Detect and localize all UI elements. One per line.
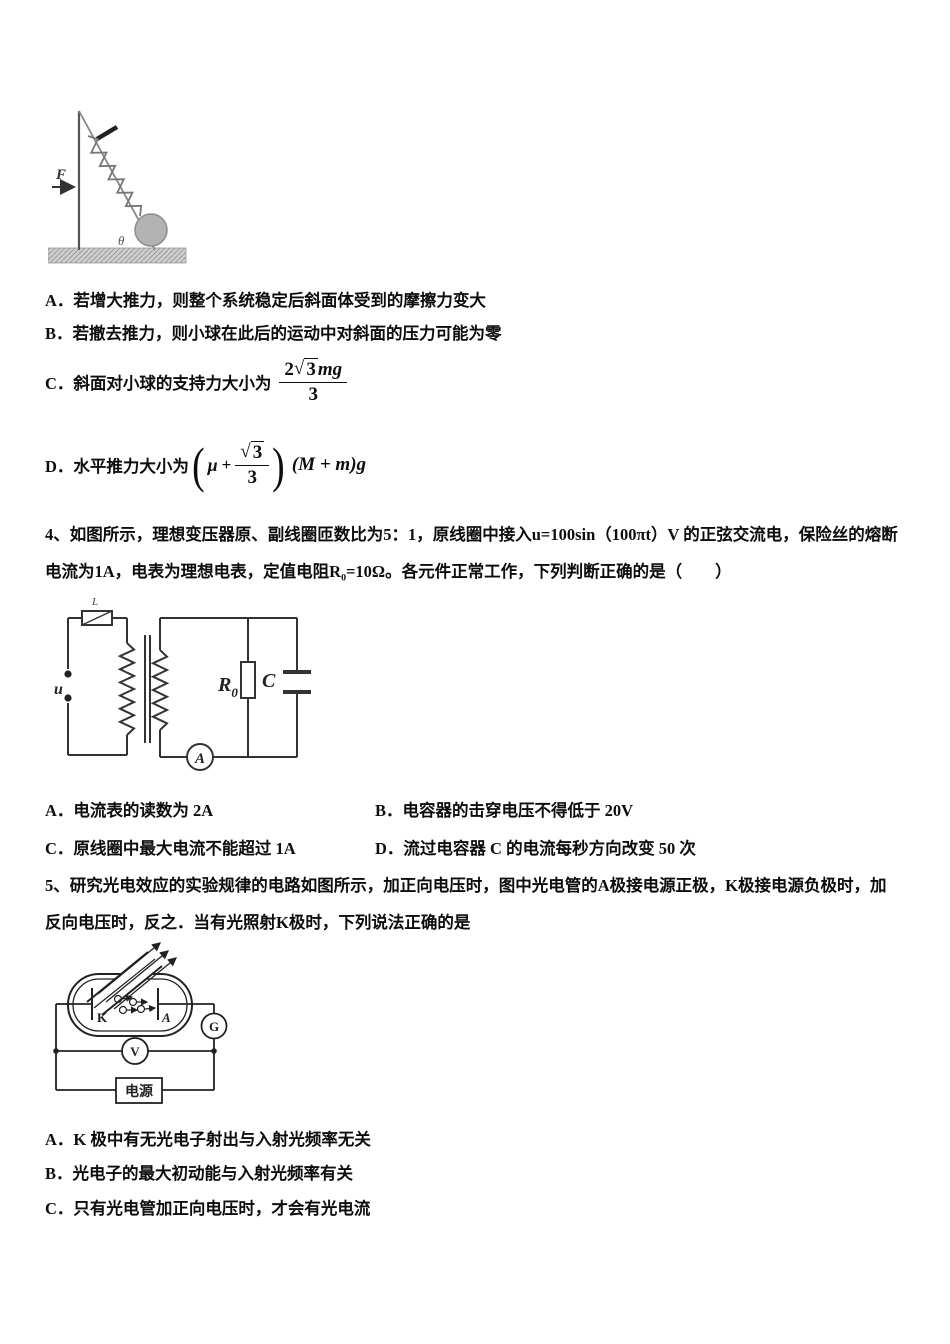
q4-option-d: D．流过电容器 C 的电流每秒方向改变 50 次 <box>375 839 696 858</box>
galvanometer-label: G <box>209 1019 219 1034</box>
q4-stem-line2: 电流为1A，电表为理想电表，定值电阻R₀=10Ω。各元件正常工作，下列判断正确的… <box>45 562 732 581</box>
voltmeter-label: V <box>130 1044 140 1059</box>
power-supply-label: 电源 <box>125 1083 153 1100</box>
q5-stem-line1: 5、研究光电效应的实验规律的电路如图所示，加正向电压时，图中光电管的A极接电源正… <box>45 876 887 895</box>
anode-label: A <box>161 1010 171 1025</box>
power-supply <box>115 1077 163 1104</box>
ball <box>134 213 168 247</box>
ammeter-label: A <box>194 751 205 767</box>
photoelectric-circuit-figure: K A G V 电源 <box>53 942 228 1104</box>
radical-sign: √ <box>293 358 305 380</box>
force-label: F <box>55 167 66 183</box>
q4-option-c: C．原线圈中最大电流不能超过 1A <box>45 839 296 858</box>
cathode-label: K <box>97 1010 108 1025</box>
q4-option-b: B．电容器的击穿电压不得低于 20V <box>375 801 634 820</box>
q4-option-a: A．电流表的读数为 2A <box>45 801 214 820</box>
q5-option-c: C．只有光电管加正向电压时，才会有光电流 <box>45 1199 371 1218</box>
spring-anchor <box>95 125 119 141</box>
q4-stem: 4、如图所示，理想变压器原、副线圈匝数比为5：1，原线圈中接入u=100sin（… <box>45 516 917 590</box>
q3-option-d-tail: (M + m)g <box>291 454 367 475</box>
q5-stem: 5、研究光电效应的实验规律的电路如图所示，加正向电压时，图中光电管的A极接电源正… <box>45 867 917 941</box>
resistor <box>240 661 256 699</box>
q3-option-c-label: C．斜面对小球的支持力大小为 <box>45 374 272 393</box>
q3-option-d-fraction: √ 3 3 <box>235 441 270 489</box>
electrons <box>113 994 157 1015</box>
light-window <box>86 951 163 1016</box>
light-rays <box>97 942 178 1010</box>
inclined-plane-figure: F θ <box>48 110 187 264</box>
junction-dot <box>53 1048 59 1054</box>
spring <box>87 135 143 217</box>
q3-option-d: D．水平推力大小为 ( μ + √ 3 3 ) (M + m)g <box>45 437 367 493</box>
fuse-label: L <box>91 596 98 608</box>
q5-stem-line2: 反向电压时，反之．当有光照射K极时，下列说法正确的是 <box>45 913 471 932</box>
q5-option-a: A．K 极中有无光电子射出与入射光频率无关 <box>45 1130 371 1149</box>
source-label: u <box>54 681 63 698</box>
transformer-circuit-figure: u L R0 C A <box>54 596 311 771</box>
q3-option-c: C．斜面对小球的支持力大小为 2 √ 3 mg 3 <box>45 356 348 408</box>
q3-option-d-label: D．水平推力大小为 <box>45 457 189 476</box>
angle-label: θ <box>118 233 125 248</box>
secondary-coil <box>150 649 170 731</box>
q4-stem-line1: 4、如图所示，理想变压器原、副线圈匝数比为5：1，原线圈中接入u=100sin（… <box>45 525 898 544</box>
capacitor-label: C <box>262 670 276 692</box>
junction-dot <box>211 1048 217 1054</box>
primary-coil <box>117 642 137 736</box>
q3-option-c-fraction: 2 √ 3 mg 3 <box>279 358 348 406</box>
radical-sign: √ <box>240 441 251 463</box>
q5-option-b: B．光电子的最大初动能与入射光频率有关 <box>45 1164 354 1183</box>
source-terminal <box>64 670 72 678</box>
q3-option-b: B．若撤去推力，则小球在此后的运动中对斜面的压力可能为零 <box>45 324 502 343</box>
q3-option-a: A．若增大推力，则整个系统稳定后斜面体受到的摩擦力变大 <box>45 291 486 310</box>
ground <box>48 247 187 264</box>
resistor-label: R0 <box>217 674 238 700</box>
source-terminal <box>64 694 72 702</box>
